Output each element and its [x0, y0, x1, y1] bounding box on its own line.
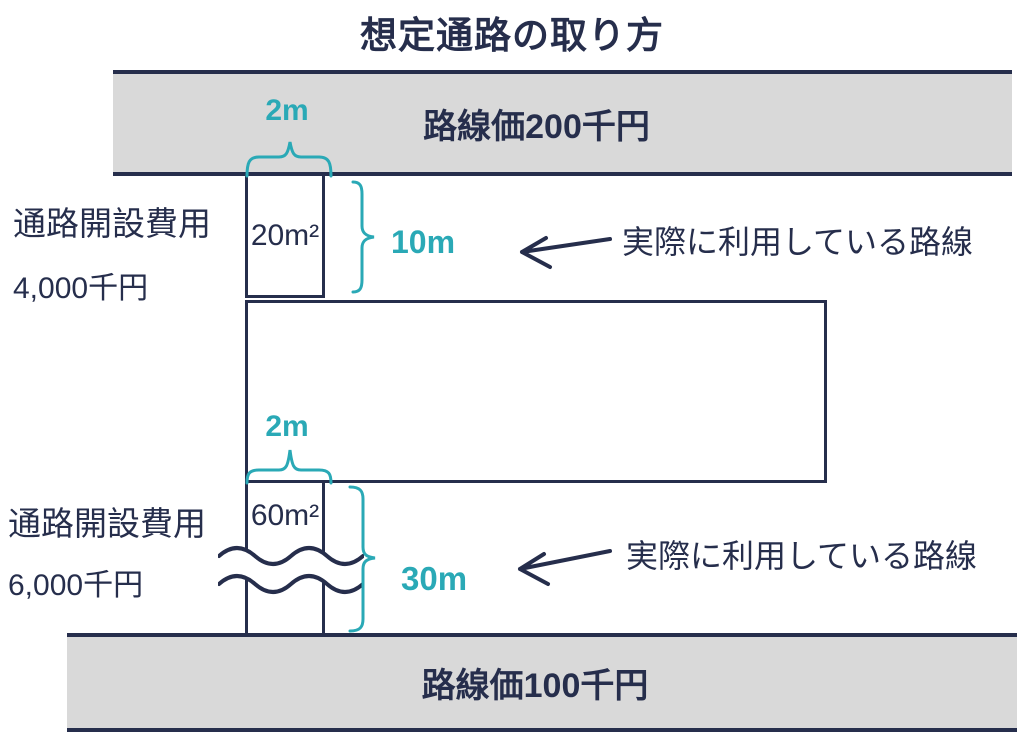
lower-passage-area-label: 60m² [250, 499, 320, 532]
top-road-label: 路線価200千円 [423, 107, 650, 146]
upper-passage-rectangle: 20m² [245, 176, 325, 298]
upper-length-label: 10m [391, 224, 456, 260]
lower-width-label: 2m [265, 410, 309, 443]
lower-cost-label-line2: 6,000千円 [8, 569, 144, 602]
lower-length-brace-icon [347, 485, 379, 633]
upper-cost-label-line1: 通路開設費用 [13, 205, 211, 242]
upper-arrow-note: 実際に利用している路線 [622, 224, 974, 260]
upper-cost-label-line2: 4,000千円 [13, 272, 149, 305]
upper-arrow-left-icon [508, 226, 618, 272]
lower-arrow-left-icon [506, 540, 618, 588]
lower-length-label: 30m [401, 560, 468, 597]
bottom-road-band: 路線価100千円 [67, 633, 1017, 732]
upper-length-brace-icon [350, 180, 378, 294]
break-wave-icon [218, 542, 364, 598]
upper-width-brace-icon [243, 136, 335, 178]
lower-cost-label-line1: 通路開設費用 [8, 505, 206, 542]
bottom-road-label: 路線価100千円 [421, 667, 649, 705]
upper-width-label: 2m [265, 94, 309, 127]
page-title: 想定通路の取り方 [360, 15, 664, 56]
lower-width-brace-icon [243, 444, 335, 485]
upper-passage-area-label: 20m² [250, 218, 320, 252]
lower-arrow-note: 実際に利用している路線 [626, 538, 978, 574]
land-parcel-rectangle [245, 300, 827, 483]
